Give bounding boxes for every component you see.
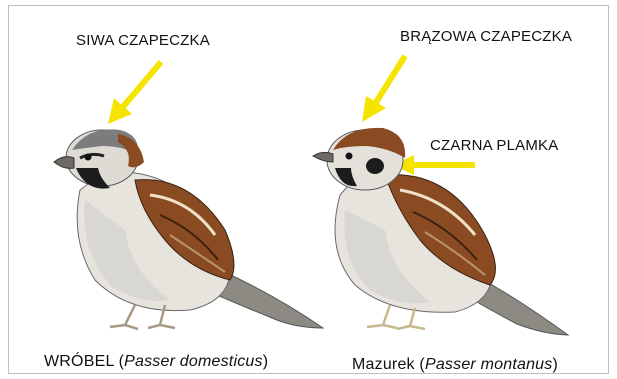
arrow-brown-cap: [362, 56, 405, 122]
caption-house-sparrow: WRÓBEL (Passer domesticus): [44, 353, 268, 371]
label-black-spot: CZARNA PLAMKA: [430, 137, 558, 154]
caption-common-name: Mazurek: [352, 356, 415, 373]
label-brown-cap: BRĄZOWA CZAPECZKA: [400, 28, 572, 45]
arrow-grey-cap: [108, 62, 161, 124]
caption-latin-name: Passer domesticus: [124, 353, 263, 370]
caption-tree-sparrow: Mazurek (Passer montanus): [352, 356, 558, 374]
caption-latin-name: Passer montanus: [425, 356, 553, 373]
house-sparrow-illustration: [40, 120, 330, 335]
caption-common-name: WRÓBEL: [44, 353, 114, 370]
label-grey-cap: SIWA CZAPECZKA: [76, 32, 210, 49]
